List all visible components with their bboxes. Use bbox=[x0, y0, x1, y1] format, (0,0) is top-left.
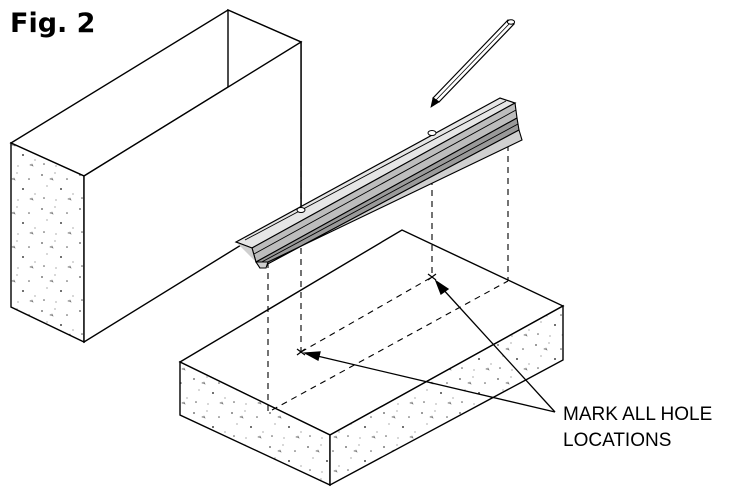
hole-mark-x-2 bbox=[427, 273, 437, 281]
rail-hole-2 bbox=[427, 130, 437, 136]
floor-slab bbox=[178, 229, 565, 487]
rail-end-profile bbox=[235, 241, 269, 269]
wall-block bbox=[9, 8, 303, 344]
rail-groove-3 bbox=[257, 123, 519, 265]
arrowhead-2 bbox=[434, 279, 450, 296]
hole-marks bbox=[296, 273, 437, 356]
leader-line-2 bbox=[440, 286, 556, 413]
wall-front-face bbox=[10, 141, 85, 344]
leader-line-1 bbox=[312, 354, 556, 413]
pencil-icon bbox=[430, 19, 516, 108]
hole-mark-x-1 bbox=[296, 348, 306, 356]
leader-arrows bbox=[302, 279, 556, 413]
projection-outline-back bbox=[300, 276, 433, 353]
projection-outline-front bbox=[271, 280, 509, 411]
callout-line-2: LOCATIONS bbox=[563, 430, 672, 451]
rail-groove-1 bbox=[244, 100, 507, 241]
slab-right-face bbox=[329, 304, 564, 487]
callout-line-1: MARK ALL HOLE bbox=[563, 404, 713, 425]
rail-hole-1 bbox=[296, 207, 306, 213]
arrowhead-1 bbox=[302, 351, 321, 361]
figure-title: Fig. 2 bbox=[10, 8, 96, 39]
callout-label: MARK ALL HOLE LOCATIONS bbox=[563, 402, 723, 454]
rail-channel bbox=[234, 97, 523, 269]
rail-groove-2 bbox=[253, 109, 517, 255]
